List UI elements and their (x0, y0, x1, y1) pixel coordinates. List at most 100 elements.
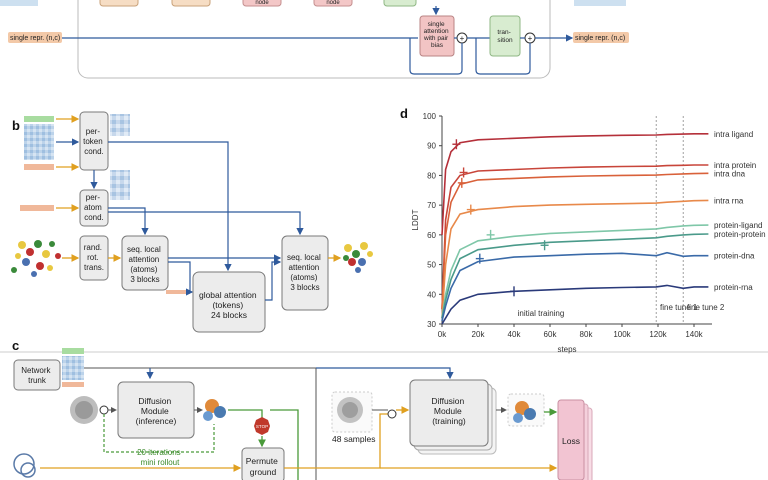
panel-c-label: c (12, 338, 19, 353)
top-box-3-label: node (255, 0, 269, 6)
atom-feature-strip (20, 205, 54, 211)
per-token-cond-label: per- token cond. (83, 127, 105, 156)
per-atom-cond-label: per- atom cond. (84, 193, 104, 222)
top-box-3 (242, 0, 282, 7)
global-attention-label: global attention (tokens) 24 blocks (199, 290, 259, 320)
series-line-intra-rna (441, 199, 709, 319)
trunk-out-strip-orange (62, 382, 84, 387)
noise-cloud-training (331, 391, 373, 433)
training-add (387, 409, 397, 419)
series-line-intra-dna (441, 172, 709, 310)
atom-cloud-input (11, 240, 61, 277)
transition-box (489, 15, 521, 57)
series-label-protein-ligand: protein-ligand (714, 221, 762, 230)
seq-local-attention-left-label: seq. local attention (atoms) 3 blocks (127, 245, 163, 284)
token-cond-to-global-arrow (108, 141, 232, 272)
phase-label-fine-tune-2: fine tune 2 (687, 303, 725, 312)
series-label-protein-protein: protein-protein (714, 230, 766, 239)
pair-repr-thumbnail-right (574, 0, 626, 6)
panel-b-label: b (12, 118, 20, 133)
series-line-protein-dna (441, 251, 709, 322)
token-feature-strip-orange (24, 164, 54, 170)
y-tick-label: 50 (427, 261, 436, 270)
trunk-out-heatmap (62, 356, 84, 380)
token-pair-heatmap (24, 124, 54, 160)
transition-label: tran- sition (497, 29, 513, 44)
residual-add-2-symbol: + (528, 34, 533, 43)
structure-to-stop-arrow (228, 409, 263, 418)
series-label-intra-rna: intra rna (714, 196, 744, 205)
ground-truth-structure (13, 453, 36, 478)
trunk-to-training-arrow (316, 367, 454, 380)
x-tick-label: 0k (438, 330, 447, 339)
series-label-protein-rna: protein-rna (714, 283, 753, 292)
global-to-seq-right-arrow (265, 258, 282, 301)
single-attention-box (419, 15, 455, 57)
series-label-intra-protein: intra protein (714, 161, 756, 170)
series-line-intra-ligand (441, 133, 709, 235)
series-line-protein-rna (441, 284, 709, 325)
permute-to-training-route (284, 413, 388, 469)
x-tick-label: 60k (544, 330, 558, 339)
loss-label: Loss (562, 436, 580, 446)
top-box-5 (383, 0, 417, 7)
top-box-1 (99, 0, 139, 7)
y-tick-label: 60 (427, 231, 436, 240)
single-repr-left-tag (8, 32, 62, 43)
x-tick-label: 80k (580, 330, 594, 339)
seq-local-attention-right-label: seq. local attention (atoms) 3 blocks (287, 253, 323, 292)
top-box-2 (171, 0, 211, 7)
x-tick-label: 40k (508, 330, 522, 339)
series-label-intra-ligand: intra ligand (714, 130, 753, 139)
trunk-out-strip-green (62, 348, 84, 354)
diffusion-inference-label: Diffusion Module (inference) (136, 396, 177, 426)
inference-add (99, 405, 109, 415)
diffusion-training-box (409, 379, 489, 447)
rand-rot-trans-label: rand. rot. trans. (84, 243, 104, 272)
residual-add-1-symbol: + (460, 34, 465, 43)
series-label-protein-dna: protein-dna (714, 252, 755, 261)
y-tick-label: 90 (427, 142, 436, 151)
panel-a: node node single repr. (n,c) single atte… (0, 0, 629, 79)
series-line-protein-ligand (441, 224, 709, 319)
network-trunk-label: Network trunk (21, 366, 53, 385)
global-attention-box (192, 271, 266, 333)
token-aggregate-strip (166, 290, 190, 294)
residual-skip-2 (475, 38, 531, 75)
per-atom-output-heatmap (110, 170, 130, 200)
series-line-protein-protein (441, 233, 709, 319)
x-tick-label: 20k (472, 330, 486, 339)
permute-ground-box (241, 447, 285, 480)
x-tick-label: 120k (649, 330, 667, 339)
seq-local-attention-left-box (121, 235, 169, 291)
samples-label: 48 samples (332, 434, 375, 444)
single-repr-right-label: single repr. (n,c) (575, 35, 625, 42)
panel-d-label: d (400, 106, 408, 121)
single-attention-label: single attention with pair bias (423, 21, 450, 49)
single-repr-left-label: single repr. (n,c) (10, 35, 60, 42)
atom-cond-to-seq-arrow (108, 207, 149, 236)
phase-label-initial: initial training (518, 309, 565, 318)
x-tick-label: 140k (685, 330, 703, 339)
y-tick-label: 70 (427, 201, 436, 210)
panel-b: b per- token cond. per- atom cond. (11, 111, 373, 333)
x-tick-label: 100k (613, 330, 631, 339)
y-tick-label: 80 (427, 171, 436, 180)
seq-to-global-arrow (168, 261, 194, 296)
x-axis-label: steps (557, 345, 576, 354)
seq-local-attention-right-box (281, 235, 329, 311)
residual-skip-1 (409, 38, 463, 75)
panel-c: c Network trunk Diffusion Module (infere… (0, 338, 768, 480)
inference-green-route (270, 409, 299, 480)
y-axis-label: LDDT (411, 209, 420, 230)
diffusion-training-label: Diffusion Module (training) (431, 396, 466, 426)
iterations-label: 20 iterations mini rollout (137, 448, 183, 467)
series-line-intra-protein (441, 164, 709, 310)
atom-cond-to-seq-right-arrow (108, 211, 304, 236)
network-trunk-box (13, 359, 61, 391)
stop-sign-label: STOP (256, 424, 268, 429)
permute-ground-label: Permute ground (246, 456, 281, 477)
phase-label-fine-tune-1: fine tune 1 (660, 303, 698, 312)
